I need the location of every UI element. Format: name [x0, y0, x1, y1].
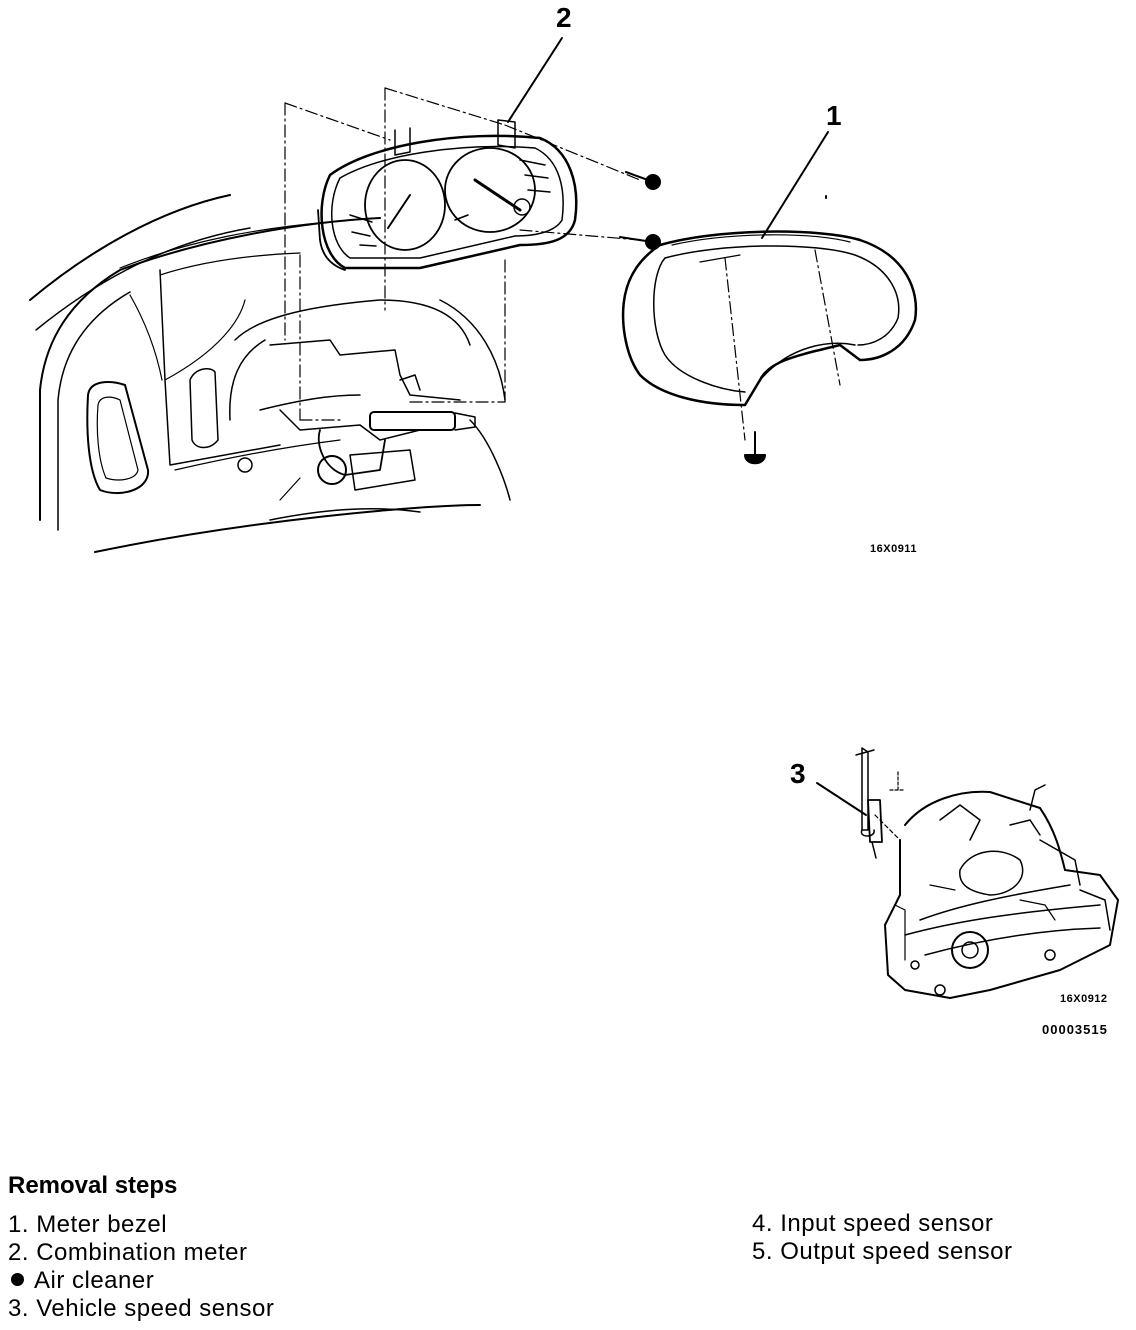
step-item: 3. Vehicle speed sensor	[8, 1295, 275, 1322]
transaxle-drawing	[855, 747, 1119, 999]
combination-meter-drawing	[317, 119, 578, 271]
screws-top	[619, 171, 766, 465]
meter-bezel-drawing	[621, 195, 918, 407]
step-item: 1. Meter bezel	[8, 1211, 168, 1238]
step-item: Air cleaner	[8, 1267, 274, 1295]
removal-steps-left: 1. Meter bezel 2. Combination meter Air …	[8, 1211, 274, 1323]
callout-leader-3	[816, 782, 867, 816]
step-item: 4. Input speed sensor	[752, 1210, 994, 1237]
step-item: 5. Output speed sensor	[752, 1238, 1013, 1265]
callout-number-3: 3	[790, 758, 806, 789]
figure-code-bottom: 16X0912	[1060, 993, 1108, 1005]
removal-steps-right: 4. Input speed sensor 5. Output speed se…	[752, 1210, 1013, 1266]
callout-number-2: 2	[556, 2, 572, 33]
bullet-icon	[11, 1273, 24, 1286]
dashboard-drawing	[29, 194, 511, 553]
callout-number-1: 1	[826, 100, 842, 131]
assembly-guide-lines	[284, 87, 841, 441]
callout-leader-1	[761, 131, 829, 239]
callout-leader-2	[507, 37, 563, 123]
figure-code-top: 16X0911	[870, 543, 917, 555]
removal-steps-title: Removal steps	[8, 1172, 178, 1199]
step-item: 2. Combination meter	[8, 1239, 248, 1266]
document-number: 00003515	[1042, 1022, 1108, 1037]
